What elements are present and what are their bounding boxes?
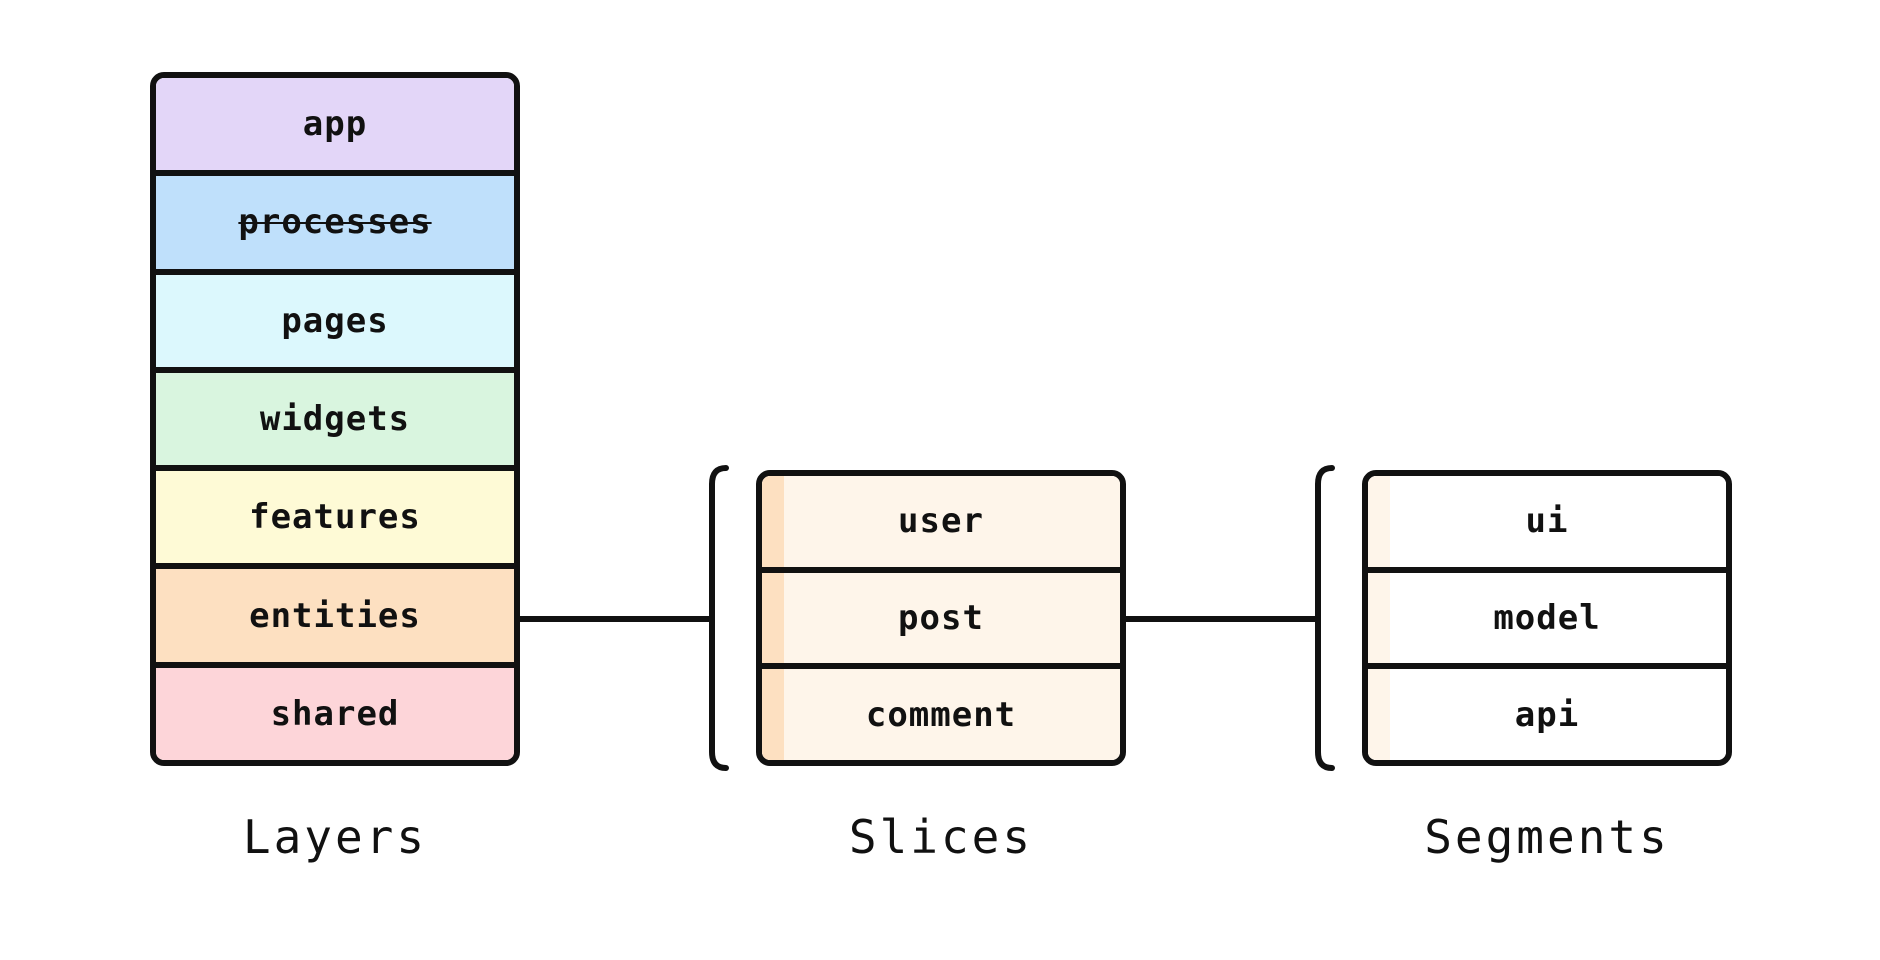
layer-app: app	[156, 78, 514, 171]
caption-segments: Segments	[1424, 810, 1670, 864]
segment-label: model	[1493, 598, 1601, 638]
layer-widgets: widgets	[156, 366, 514, 466]
segment-model: model	[1368, 566, 1726, 664]
segment-api: api	[1368, 663, 1726, 760]
slice-accent-stripe	[762, 476, 784, 567]
slice-post: post	[762, 566, 1120, 664]
layer-label: app	[302, 104, 368, 145]
layers-stack: app processes pages widgets features ent…	[150, 72, 520, 766]
slice-comment: comment	[762, 663, 1120, 760]
slice-accent-stripe	[762, 572, 784, 664]
caption-slices: Slices	[848, 810, 1034, 864]
layer-label: entities	[249, 595, 421, 636]
layer-label: features	[249, 497, 421, 538]
segment-accent-stripe	[1368, 669, 1390, 760]
layer-label: widgets	[259, 398, 411, 439]
layer-label: pages	[281, 300, 389, 341]
segment-label: ui	[1525, 501, 1569, 542]
bracket-slices	[709, 465, 729, 771]
slice-label: user	[898, 501, 984, 542]
caption-layers: Layers	[242, 810, 428, 864]
slice-label: post	[898, 598, 984, 638]
segment-label: api	[1514, 694, 1580, 735]
layer-entities: entities	[156, 563, 514, 662]
layer-label: processes	[238, 202, 432, 243]
slice-accent-stripe	[762, 669, 784, 760]
layer-features: features	[156, 465, 514, 564]
slice-label: comment	[865, 694, 1017, 735]
segment-accent-stripe	[1368, 476, 1390, 567]
segment-accent-stripe	[1368, 572, 1390, 664]
layer-processes: processes	[156, 170, 514, 269]
bracket-segments	[1315, 465, 1335, 771]
segment-ui: ui	[1368, 476, 1726, 567]
slice-user: user	[762, 476, 1120, 567]
layer-shared: shared	[156, 661, 514, 760]
slices-stack: user post comment	[756, 470, 1126, 766]
layer-pages: pages	[156, 268, 514, 367]
layer-label: shared	[270, 693, 400, 734]
segments-stack: ui model api	[1362, 470, 1732, 766]
